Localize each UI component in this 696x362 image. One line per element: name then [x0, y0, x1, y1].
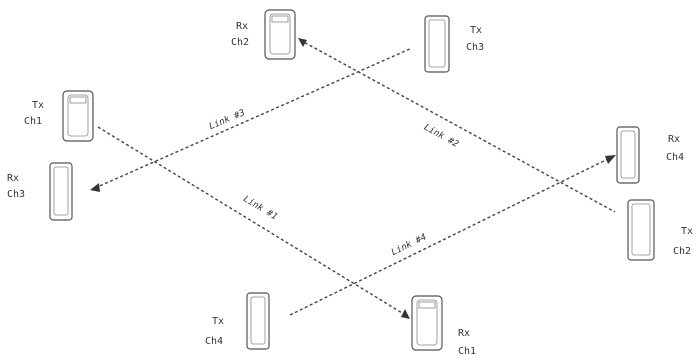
- device-rx-ch2: [264, 9, 296, 60]
- unit-channel-tx-ch3: Ch3: [466, 42, 484, 53]
- link-line-3: [94, 47, 413, 189]
- unit-channel-rx-ch4: Ch4: [666, 152, 684, 163]
- device-tx-ch1: [62, 90, 94, 142]
- arrowhead-link-4: [605, 155, 616, 164]
- link-line-4: [289, 156, 613, 316]
- unit-channel-tx-ch4: Ch4: [205, 336, 223, 347]
- link-line-2: [299, 39, 616, 213]
- link-line-1: [97, 126, 408, 317]
- unit-role-rx-ch2: Rx: [236, 21, 248, 32]
- link-label-4: Link #4: [390, 232, 428, 258]
- unit-channel-rx-ch2: Ch2: [231, 37, 249, 48]
- unit-role-rx-ch1: Rx: [458, 328, 470, 339]
- unit-channel-rx-ch3: Ch3: [7, 189, 25, 200]
- link-label-2: Link #2: [422, 123, 460, 150]
- device-tx-ch2: [627, 199, 655, 261]
- link-label-3: Link #3: [208, 108, 247, 132]
- unit-channel-rx-ch1: Ch1: [458, 346, 476, 357]
- arrowhead-link-1: [401, 309, 410, 319]
- unit-role-rx-ch4: Rx: [668, 134, 680, 145]
- device-tx-ch3: [424, 15, 450, 73]
- unit-role-rx-ch3: Rx: [7, 173, 19, 184]
- unit-channel-tx-ch1: Ch1: [24, 116, 42, 127]
- device-tx-ch4: [246, 292, 270, 350]
- device-rx-ch3: [49, 162, 73, 221]
- unit-role-tx-ch3: Tx: [470, 25, 482, 36]
- unit-role-tx-ch1: Tx: [32, 100, 44, 111]
- device-rx-ch1: [411, 295, 443, 351]
- arrowhead-link-2: [298, 38, 307, 47]
- device-rx-ch4: [616, 126, 640, 184]
- unit-role-tx-ch2: Tx: [681, 226, 693, 237]
- arrowhead-link-3: [90, 183, 100, 192]
- unit-channel-tx-ch2: Ch2: [673, 246, 691, 257]
- unit-role-tx-ch4: Tx: [212, 316, 224, 327]
- link-label-1: Link #1: [241, 194, 279, 222]
